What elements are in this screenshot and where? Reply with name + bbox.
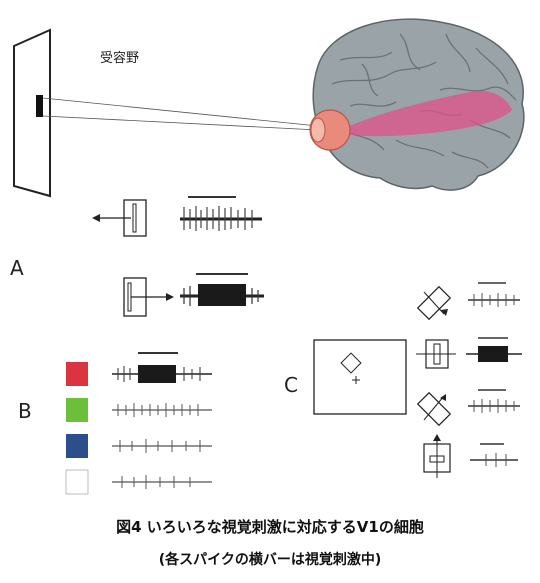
- panel-a-spikes-1: [180, 197, 262, 231]
- figure-caption-note: (各スパイクの横バーは視覚刺激中): [0, 549, 540, 569]
- panel-c-spikes-1: [468, 283, 520, 307]
- panel-a-stimulus-2: [124, 278, 174, 316]
- panel-c-spikes-4: [470, 444, 518, 467]
- panel-c-spikes-2: [466, 338, 522, 362]
- panel-a-spikes-2: [180, 274, 264, 306]
- panel-b-spikes-blue: [112, 439, 212, 453]
- panel-c-stimulus-3: [418, 393, 451, 426]
- swatch-white: [66, 470, 88, 494]
- swatch-green: [66, 398, 88, 422]
- panel-c-stimulus-4: [424, 434, 450, 478]
- swatch-blue: [66, 434, 88, 458]
- panel-c-label: C: [284, 373, 298, 397]
- figure-caption: 図4 いろいろな視覚刺激に対応するV1の細胞: [0, 516, 540, 537]
- receptive-field-label: 受容野: [100, 50, 139, 66]
- screen: [14, 30, 50, 196]
- panel-b-spikes-white: [112, 475, 212, 489]
- projection-lines: [43, 98, 318, 130]
- brain-illustration: [310, 19, 524, 190]
- panel-a-label: A: [10, 256, 24, 280]
- panel-b-spikes-green: [112, 403, 212, 417]
- stimulus-bar: [36, 95, 43, 117]
- panel-c-stimulus-1: [418, 287, 451, 320]
- panel-c-spikes-3: [468, 390, 520, 413]
- swatch-red: [66, 362, 88, 386]
- panel-c-stimulus-2: [416, 340, 456, 368]
- panel-b-spikes-red: [112, 353, 212, 383]
- panel-b-swatches: [66, 362, 88, 494]
- panel-b-label: B: [18, 399, 32, 423]
- panel-c-screen: [314, 340, 406, 414]
- panel-a-stimulus-1: [92, 200, 146, 236]
